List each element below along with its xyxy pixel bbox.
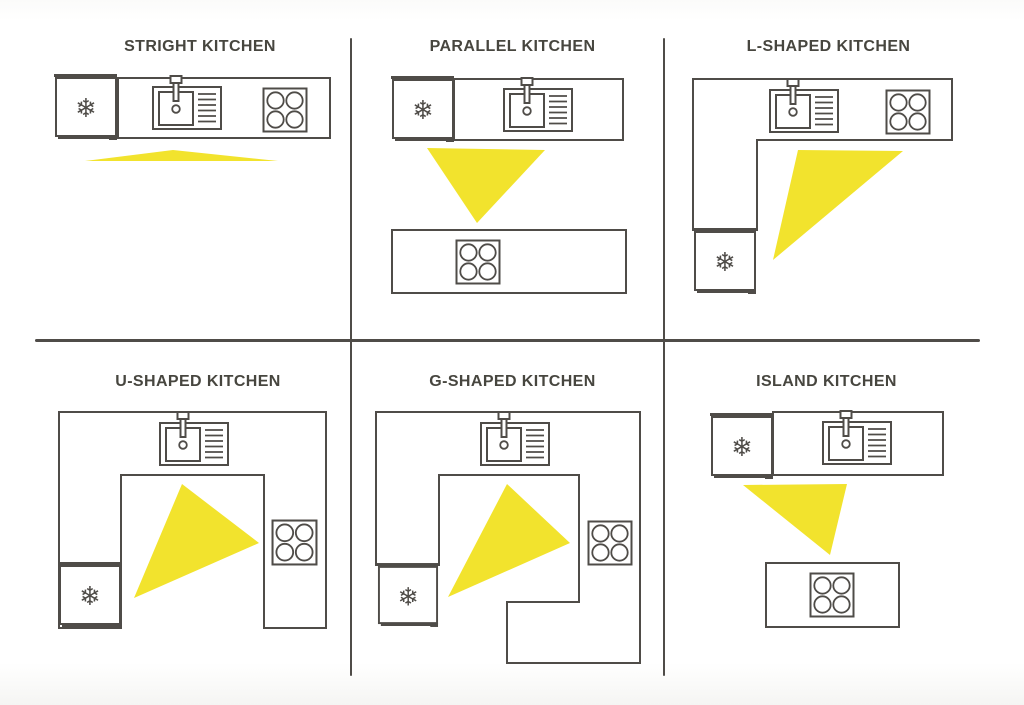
- work-triangle: [773, 150, 903, 260]
- island-counter: [391, 229, 627, 294]
- island-kitchen-plan: [710, 410, 944, 628]
- stove-icon: [455, 239, 501, 285]
- l-shaped-kitchen-plan: [692, 78, 953, 294]
- stove-icon: [809, 572, 855, 618]
- panel-title: L-SHAPED KITCHEN: [746, 38, 911, 55]
- panel-title: ISLAND KITCHEN: [756, 373, 897, 390]
- panel-title: G-SHAPED KITCHEN: [429, 373, 596, 390]
- work-triangle: [85, 150, 278, 161]
- fridge-icon: [54, 74, 118, 140]
- panel-title: STRIGHT KITCHEN: [124, 38, 276, 55]
- panel-title: U-SHAPED KITCHEN: [115, 373, 281, 390]
- stove-icon: [885, 89, 931, 135]
- parallel-kitchen-plan: [391, 76, 627, 294]
- g-shaped-kitchen-plan: [375, 411, 641, 664]
- fridge-icon: [58, 562, 122, 628]
- work-triangle: [448, 484, 570, 597]
- panel-g-shaped-kitchen: G-SHAPED KITCHEN: [352, 341, 665, 705]
- u-shaped-kitchen-plan: [58, 411, 327, 629]
- stove-icon: [271, 519, 318, 566]
- work-triangle: [134, 484, 259, 598]
- grid-divider-horizontal: [35, 339, 980, 342]
- work-triangle: [743, 484, 847, 555]
- fridge-icon: [693, 228, 757, 294]
- grid-divider-vertical-left: [350, 38, 352, 676]
- fridge-icon: [377, 562, 439, 628]
- stove-icon: [262, 87, 308, 133]
- fridge-icon: [391, 76, 455, 142]
- work-triangle: [427, 148, 545, 223]
- panel-u-shaped-kitchen: U-SHAPED KITCHEN: [0, 341, 352, 705]
- panel-title: PARALLEL KITCHEN: [429, 38, 596, 55]
- counter: [58, 411, 327, 629]
- straight-kitchen-plan: [54, 74, 331, 161]
- panel-island-kitchen: ISLAND KITCHEN: [665, 341, 1024, 705]
- panel-parallel-kitchen: PARALLEL KITCHEN: [352, 0, 665, 341]
- panel-straight-kitchen: STRIGHT KITCHEN: [0, 0, 352, 341]
- grid-divider-vertical-right: [663, 38, 665, 676]
- panel-l-shaped-kitchen: L-SHAPED KITCHEN: [665, 0, 1024, 341]
- stove-icon: [587, 520, 633, 566]
- fridge-icon: [710, 413, 774, 479]
